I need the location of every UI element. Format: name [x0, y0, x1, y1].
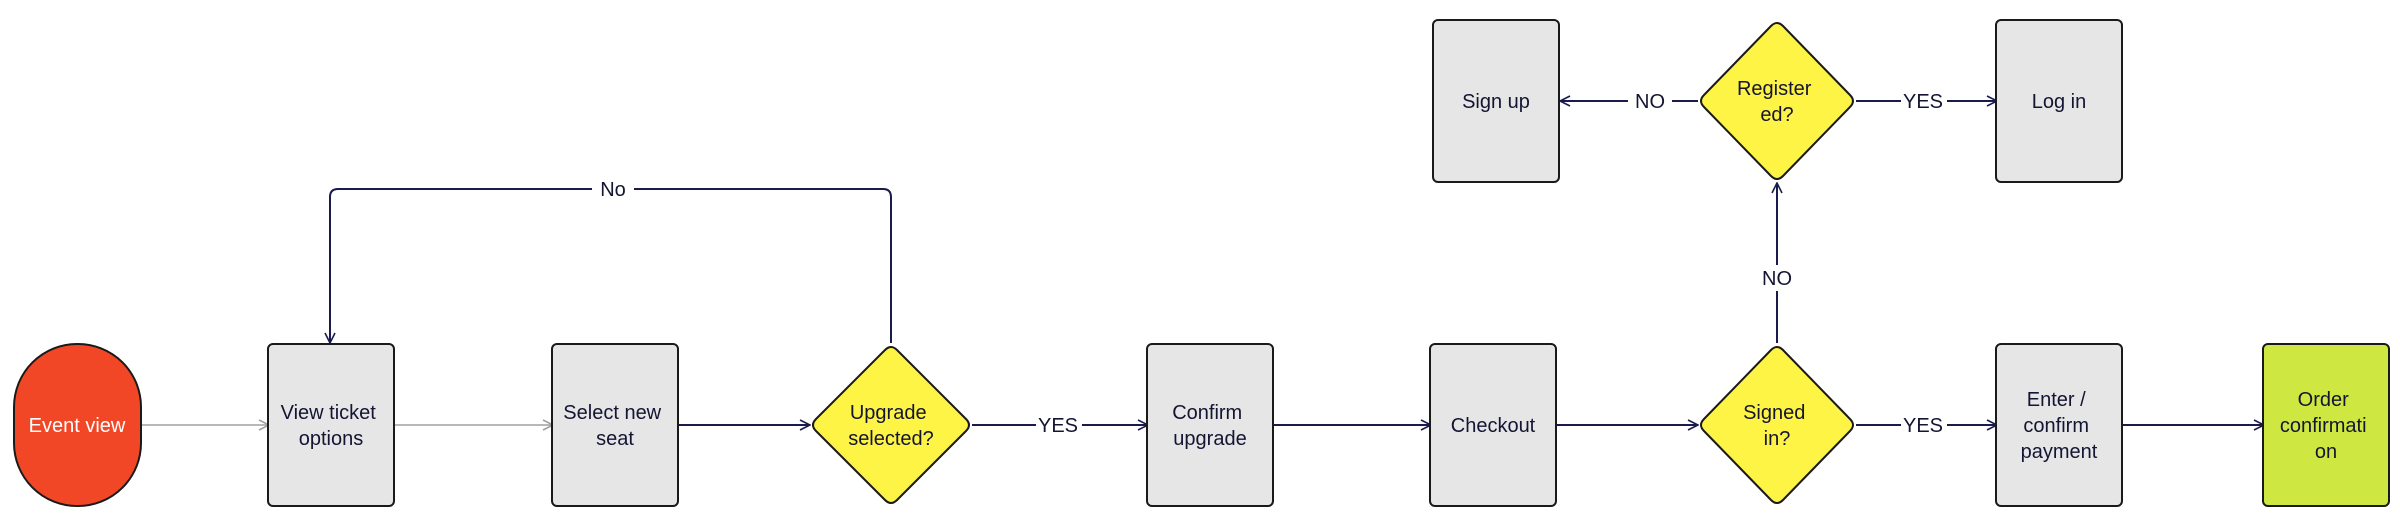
edge-label-bg	[1628, 88, 1672, 114]
node-label: Event view	[29, 415, 126, 437]
process-shape	[1432, 19, 1560, 183]
edge-label-signed-no: NO	[1762, 268, 1792, 290]
nodes: Event view View ticket options Select ne…	[13, 19, 2390, 507]
decision-shape	[812, 346, 970, 504]
edge-label-signed-yes: YES	[1903, 415, 1943, 437]
edge-label-bg	[1901, 88, 1947, 114]
node-label: Register ed?	[1737, 78, 1817, 126]
node-event-view[interactable]: Event view	[13, 343, 142, 507]
process-shape	[551, 343, 679, 507]
node-order-confirmation[interactable]: Order confirmati on	[2262, 343, 2390, 507]
node-label: Confirm upgrade	[1172, 402, 1248, 450]
node-label: Select new seat	[563, 402, 666, 450]
node-view-ticket-options[interactable]: View ticket options	[267, 343, 395, 507]
terminal-shape	[13, 343, 142, 507]
node-label: Order confirmati on	[2280, 389, 2372, 463]
connectors: No YES YES NO NO YES	[141, 88, 2264, 438]
edge-label-bg	[1756, 265, 1798, 291]
process-shape	[267, 343, 395, 507]
decision-shape	[1700, 346, 1854, 504]
process-shape	[1995, 19, 2123, 183]
node-checkout[interactable]: Checkout	[1429, 343, 1557, 507]
node-label: Upgrade selected?	[848, 402, 934, 450]
process-shape	[2262, 343, 2390, 507]
edge-label-registered-no: NO	[1635, 91, 1665, 113]
process-shape	[1146, 343, 1274, 507]
node-label: Log in	[2032, 91, 2087, 113]
edge-label-upgrade-yes: YES	[1038, 415, 1078, 437]
node-enter-confirm-payment[interactable]: Enter / confirm payment	[1995, 343, 2123, 507]
edge-label-upgrade-no: No	[600, 179, 626, 201]
node-select-new-seat[interactable]: Select new seat	[551, 343, 679, 507]
node-registered[interactable]: Register ed?	[1700, 22, 1854, 180]
node-label: Signed in?	[1743, 402, 1811, 450]
decision-shape	[1700, 22, 1854, 180]
edge-label-registered-yes: YES	[1903, 91, 1943, 113]
node-log-in[interactable]: Log in	[1995, 19, 2123, 183]
edge-label-bg	[1901, 412, 1947, 438]
node-label: View ticket options	[281, 402, 382, 450]
process-shape	[1429, 343, 1557, 507]
edge-label-bg	[1036, 412, 1082, 438]
node-sign-up[interactable]: Sign up	[1432, 19, 1560, 183]
edge-label-bg	[592, 176, 634, 202]
node-label: Sign up	[1462, 91, 1530, 113]
process-shape	[1995, 343, 2123, 507]
node-upgrade-selected[interactable]: Upgrade selected?	[812, 346, 970, 504]
node-signed-in[interactable]: Signed in?	[1700, 346, 1854, 504]
node-label: Checkout	[1451, 415, 1536, 437]
edge-upgrade-no-loop	[330, 188, 892, 343]
node-confirm-upgrade[interactable]: Confirm upgrade	[1146, 343, 1274, 507]
node-label: Enter / confirm payment	[2021, 389, 2098, 463]
